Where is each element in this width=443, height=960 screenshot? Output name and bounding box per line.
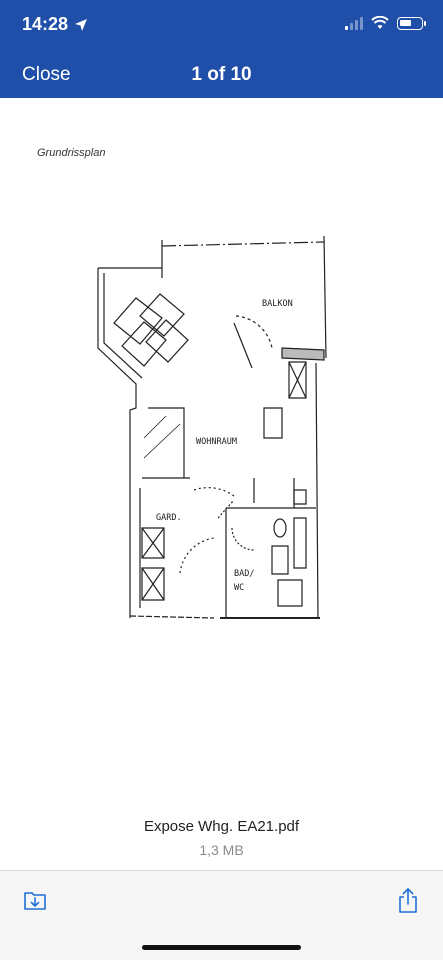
floorplan-label-living-room: WOHNRAUM: [196, 437, 237, 447]
share-icon: [399, 888, 417, 913]
page-indicator: 1 of 10: [191, 64, 252, 85]
save-to-files-button[interactable]: [23, 889, 47, 916]
floorplan-label-bath: BAD/: [234, 569, 254, 579]
file-size: 1,3 MB: [199, 842, 244, 858]
battery-icon: [397, 16, 426, 30]
floorplan-image: BALKON WOHNRAUM GARD. BAD/ WC: [97, 235, 327, 619]
top-navigation-bar: 14:28 Close 1 of 10: [0, 0, 443, 98]
home-indicator[interactable]: [142, 945, 301, 950]
signal-bar: [350, 23, 353, 30]
wifi-icon: [371, 16, 389, 29]
close-button[interactable]: Close: [22, 64, 71, 85]
cellular-signal-icon: [345, 16, 363, 30]
status-time: 14:28: [22, 14, 88, 35]
floorplan-label-balcony: BALKON: [262, 299, 293, 309]
status-indicators: [345, 16, 426, 30]
floorplan-label-wc: WC: [234, 583, 244, 593]
floorplan-label-wardrobe: GARD.: [156, 513, 182, 523]
location-arrow-icon: [75, 18, 88, 31]
signal-bar: [345, 26, 348, 30]
document-caption: Grundrissplan: [37, 147, 106, 159]
signal-bar: [360, 17, 363, 30]
document-viewer[interactable]: Grundrissplan: [0, 98, 443, 870]
battery-level: [400, 19, 412, 26]
signal-bar: [355, 20, 358, 30]
file-name: Expose Whg. EA21.pdf: [143, 818, 300, 835]
save-to-files-icon: [24, 892, 46, 910]
share-button[interactable]: [397, 887, 419, 919]
